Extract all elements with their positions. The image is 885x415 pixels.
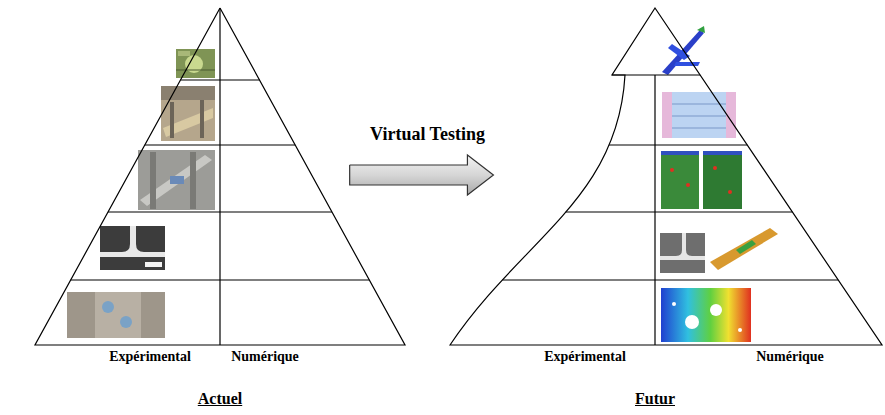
level-line bbox=[71, 279, 370, 280]
micrograph bbox=[660, 233, 705, 273]
photo-level-2 bbox=[161, 86, 215, 141]
fem-model-level-3 bbox=[661, 151, 742, 209]
pyramid-outline bbox=[0, 0, 440, 415]
axis-label: Expérimental bbox=[109, 349, 191, 365]
level-line bbox=[566, 211, 793, 212]
level-line bbox=[612, 74, 700, 75]
stress-field-plate bbox=[661, 288, 751, 342]
photo-level-3 bbox=[138, 150, 215, 210]
divider-line bbox=[219, 8, 220, 345]
block-arrow bbox=[350, 155, 494, 195]
level-line bbox=[609, 144, 747, 145]
pyramid-curved-outline bbox=[450, 8, 882, 345]
pyramid-title: Futur bbox=[635, 390, 675, 408]
level-line bbox=[502, 279, 838, 280]
beam-model bbox=[710, 228, 778, 270]
photo-level-4 bbox=[100, 226, 165, 270]
axis-label: Numérique bbox=[756, 349, 824, 365]
level-line bbox=[145, 144, 295, 145]
fem-model-level-2 bbox=[662, 92, 736, 138]
arrow-label: Virtual Testing bbox=[370, 124, 485, 145]
pyramid-title: Actuel bbox=[198, 390, 242, 408]
level-line bbox=[108, 211, 332, 212]
axis-label: Numérique bbox=[231, 349, 299, 365]
test-pyramid: Expérimental NumériqueActuel bbox=[0, 0, 440, 415]
photo-level-5 bbox=[67, 292, 165, 338]
level-line bbox=[180, 79, 259, 80]
axis-label: Expérimental bbox=[544, 349, 626, 365]
test-pyramid: Expérimental NumériqueFutur bbox=[440, 0, 885, 415]
divider-line bbox=[654, 75, 655, 345]
pyramid-triangle bbox=[35, 8, 405, 345]
